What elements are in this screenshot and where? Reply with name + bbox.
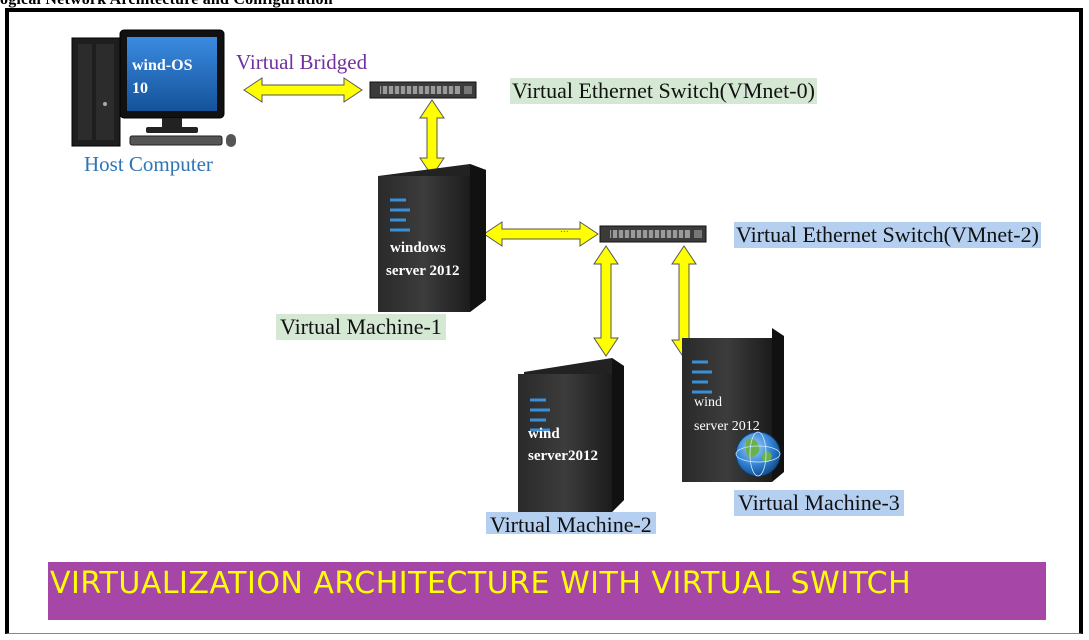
title-banner (48, 562, 1046, 620)
bridged-link-arrow (243, 77, 363, 103)
vm1-switch0-arrow (419, 99, 445, 177)
banner-title: VIRTUALIZATION ARCHITECTURE WITH VIRTUAL… (50, 566, 912, 601)
vm3-label: Virtual Machine-3 (734, 490, 904, 516)
vm3-os-line-1: wind (694, 395, 722, 410)
globe-icon (735, 431, 781, 477)
host-screen-line-2: 10 (132, 80, 148, 97)
vm1-server-icon (378, 164, 486, 312)
vm3-os-line-2: server 2012 (694, 419, 760, 434)
link-dots: ... (560, 225, 569, 235)
vm1-label: Virtual Machine-1 (276, 314, 446, 340)
vm1-os-line-1: windows (390, 240, 446, 256)
vm1-os-line-2: server 2012 (386, 263, 459, 279)
vm2-switch2-arrow (593, 245, 619, 357)
host-screen-line-1: wind-OS (132, 57, 193, 74)
vm2-server-icon (518, 358, 624, 512)
switch-vmnet0-label: Virtual Ethernet Switch(VMnet-0) (510, 78, 817, 104)
switch-vmnet2-icon (599, 225, 707, 243)
host-computer-icon (71, 29, 236, 147)
vm2-os-line-1: wind (528, 426, 560, 442)
switch-vmnet0-icon (369, 81, 477, 99)
switch-vmnet2-label: Virtual Ethernet Switch(VMnet-2) (734, 222, 1041, 248)
vm2-os-line-2: server2012 (528, 448, 598, 464)
host-computer-label: Host Computer (84, 152, 213, 176)
bridged-link-label: Virtual Bridged (236, 50, 368, 74)
diagram-frame (5, 8, 1083, 634)
vm1-switch2-arrow (483, 221, 599, 247)
figure-caption: ogical Network Architecture and Configur… (0, 0, 333, 9)
vm2-label: Virtual Machine-2 (486, 512, 656, 534)
